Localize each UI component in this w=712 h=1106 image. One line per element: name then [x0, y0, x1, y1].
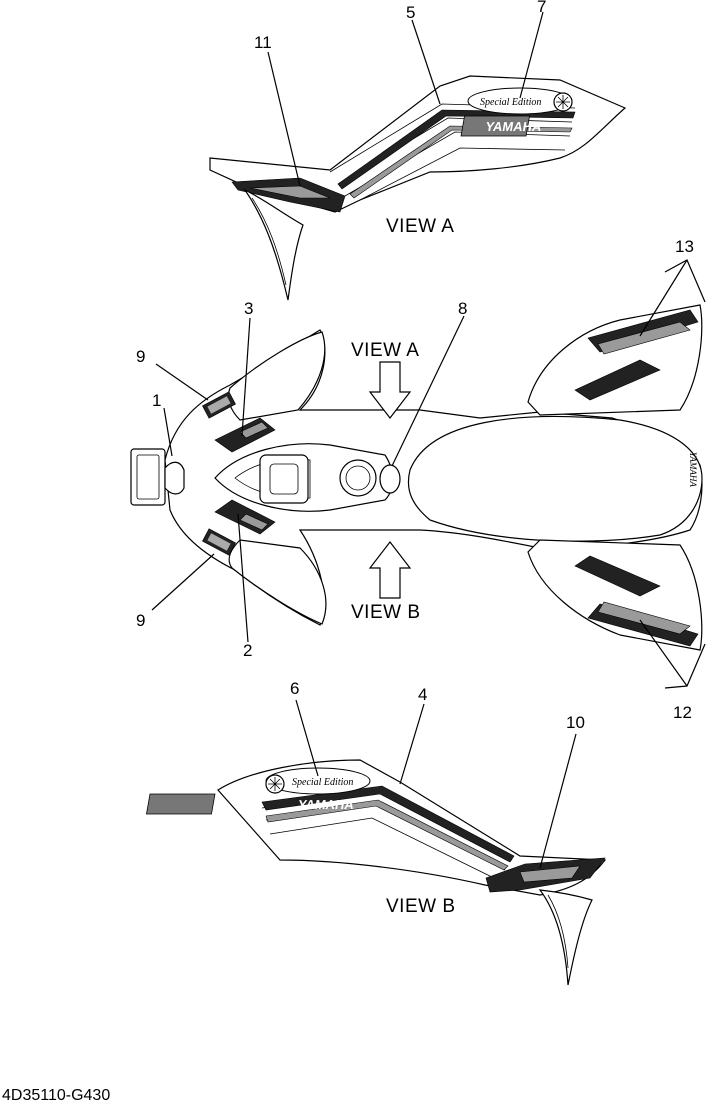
view-a-title: VIEW A — [386, 216, 454, 237]
special-edition-emblem-right: Special Edition — [467, 87, 573, 115]
callout-3: 3 — [244, 299, 253, 318]
callout-8: 8 — [458, 299, 467, 318]
view-b-side-panel: Special Edition YAMAHA — [145, 759, 607, 986]
yamaha-rear-text: YAMAHA — [688, 452, 698, 487]
yamaha-logo-left: YAMAHA — [145, 793, 356, 815]
callout-1: 1 — [152, 391, 161, 410]
yamaha-text: YAMAHA — [484, 119, 543, 134]
decal-9-bottom — [202, 528, 236, 556]
callout-4: 4 — [418, 685, 427, 704]
callout-9-bottom: 9 — [136, 611, 145, 630]
leader-lines — [151, 11, 706, 869]
view-b-title: VIEW B — [386, 896, 456, 917]
callout-9-top: 9 — [136, 347, 145, 366]
callout-6: 6 — [290, 679, 299, 698]
special-edition-text-left: Special Edition — [292, 777, 353, 788]
callout-12: 12 — [673, 703, 692, 722]
view-a-side-panel: Special Edition YAMAHA — [209, 75, 627, 301]
view-a-arrow-label: VIEW A — [351, 340, 419, 361]
callout-5: 5 — [406, 3, 415, 22]
special-edition-text: Special Edition — [480, 97, 541, 108]
callout-11: 11 — [254, 33, 272, 52]
view-b-arrow-label: VIEW B — [351, 602, 421, 623]
yamaha-text-left: YAMAHA — [297, 797, 356, 812]
special-edition-emblem-left: Special Edition — [265, 767, 371, 795]
part-number: 4D35110-G430 — [2, 1087, 110, 1104]
decal-9-top — [202, 391, 236, 419]
view-a-arrow — [368, 361, 412, 419]
yamaha-logo-right: YAMAHA — [460, 115, 543, 137]
callout-2: 2 — [243, 641, 252, 660]
callout-7: 7 — [537, 0, 546, 16]
atv-top-view: YAMAHA — [130, 304, 703, 651]
view-b-arrow — [368, 541, 412, 599]
callout-13: 13 — [675, 237, 694, 256]
callout-10: 10 — [566, 713, 585, 732]
